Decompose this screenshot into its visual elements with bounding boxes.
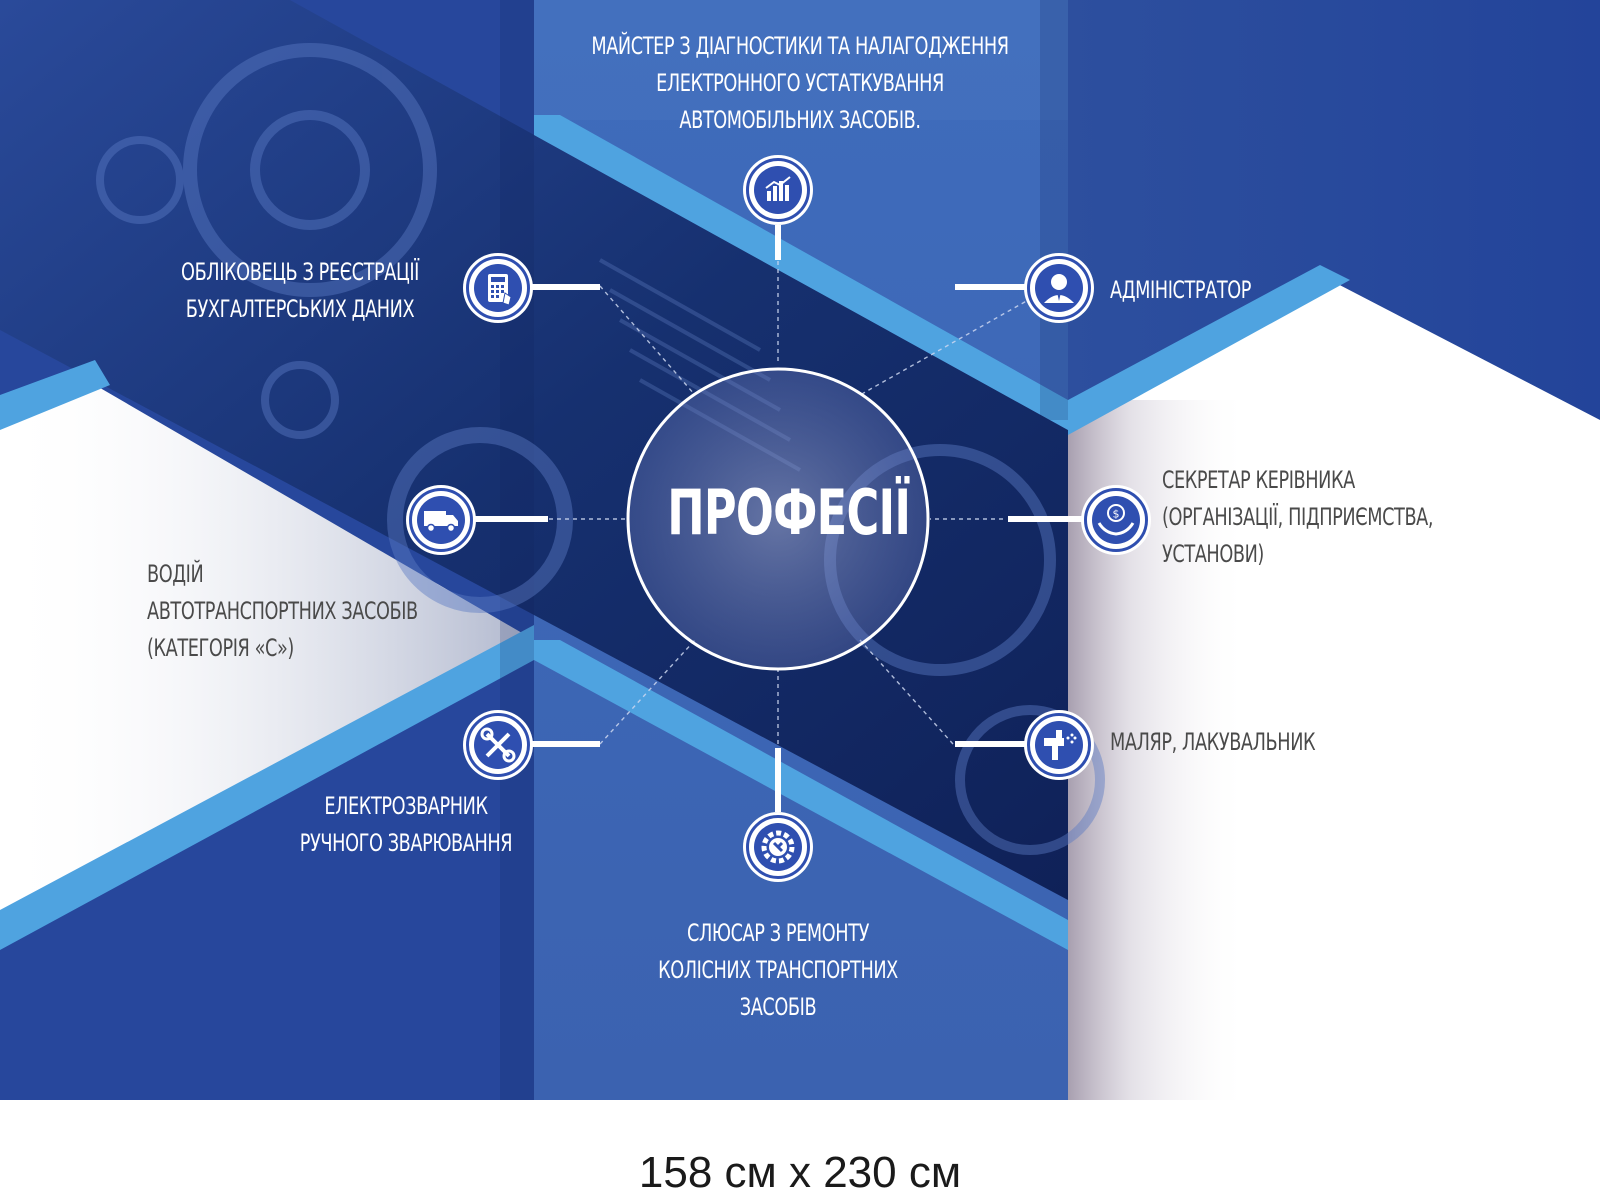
poster: $ ПРОФЕСІЇ МАЙСТЕР З ДІАГНОСТИКИ ТА НАЛА… bbox=[0, 0, 1600, 1100]
poster-size-caption: 158 см х 230 см bbox=[638, 1148, 962, 1197]
label-secretary: СЕКРЕТАР КЕРІВНИКА(ОРГАНІЗАЦІЇ, ПІДПРИЄМ… bbox=[1162, 466, 1434, 568]
tools-icon bbox=[466, 713, 530, 777]
spray-gun-icon bbox=[1027, 713, 1091, 777]
money-hands-icon: $ bbox=[1084, 488, 1148, 552]
center-title: ПРОФЕСІЇ bbox=[667, 476, 911, 549]
svg-text:$: $ bbox=[1113, 508, 1120, 521]
bar-chart-icon bbox=[746, 158, 810, 222]
truck-icon bbox=[409, 488, 473, 552]
poster-background bbox=[0, 0, 1600, 1100]
calculator-icon bbox=[466, 256, 530, 320]
label-administrator: АДМІНІСТРАТОР bbox=[1110, 276, 1252, 304]
user-icon bbox=[1027, 256, 1091, 320]
label-painter: МАЛЯР, ЛАКУВАЛЬНИК bbox=[1110, 728, 1316, 756]
gear-wrench-icon bbox=[746, 815, 810, 879]
